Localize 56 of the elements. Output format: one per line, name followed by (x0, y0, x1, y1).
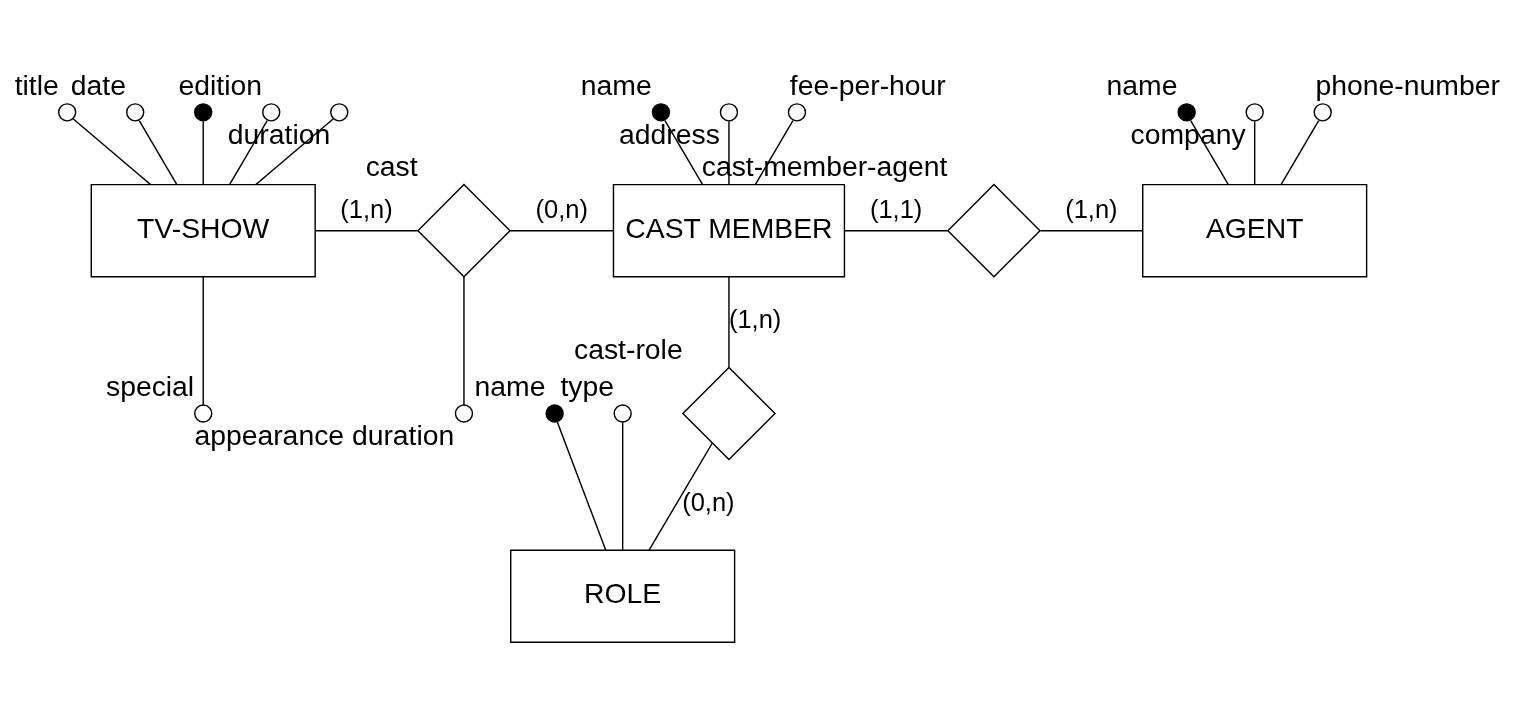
node-label: type (560, 370, 615, 403)
node-dot (1177, 103, 1196, 122)
edge-label: (0,n) (682, 488, 735, 517)
node-dot (194, 103, 213, 122)
node-box: AGENT (1142, 183, 1368, 278)
node-circle (262, 103, 281, 122)
node-diamond (946, 183, 1041, 278)
connector (314, 229, 419, 232)
node-label: name (474, 370, 546, 403)
node-box: CAST MEMBER (612, 183, 846, 278)
node-circle (330, 103, 349, 122)
node-label: phone-number (1315, 69, 1500, 102)
connector (556, 421, 607, 551)
node-label: fee-per-hour (789, 69, 946, 102)
node-circle (1313, 103, 1332, 122)
node-label: title (14, 69, 59, 102)
connector (138, 119, 178, 185)
edge-label: (1,n) (340, 195, 393, 224)
node-circle (1245, 103, 1264, 122)
node-circle (454, 404, 474, 423)
node-label: special (105, 370, 195, 403)
connector (1280, 119, 1320, 185)
node-diamond (681, 366, 776, 461)
node-label: edition (178, 69, 262, 102)
node-box: TV-SHOW (90, 183, 316, 278)
node-circle (194, 404, 213, 423)
connector (72, 118, 152, 186)
connector (1253, 120, 1256, 186)
node-dot (651, 103, 671, 122)
edge-label: (0,n) (535, 195, 588, 224)
node-circle (613, 404, 632, 423)
edge-label: (1,1) (869, 195, 923, 224)
node-label: name (580, 69, 652, 102)
connector (844, 229, 949, 232)
node-circle (126, 103, 145, 122)
connector (1039, 229, 1144, 232)
connector (648, 442, 714, 551)
connector (509, 229, 614, 232)
node-dot (545, 404, 564, 423)
node-label: appearance duration (194, 418, 455, 451)
node-circle (57, 103, 77, 122)
connector (728, 276, 730, 368)
edge-label: (1,n) (728, 305, 782, 334)
node-label: name (1106, 69, 1178, 102)
node-label: cast (365, 150, 418, 183)
connector (202, 120, 204, 186)
node-label: date (70, 69, 126, 102)
connector (463, 276, 465, 406)
edge-label: (1,n) (1065, 195, 1118, 224)
connector (621, 421, 624, 551)
connector (202, 276, 204, 406)
node-label: cast-role (574, 332, 683, 365)
node-circle (787, 103, 807, 122)
node-box: ROLE (510, 549, 736, 644)
node-diamond (416, 183, 511, 278)
node-circle (719, 103, 739, 122)
